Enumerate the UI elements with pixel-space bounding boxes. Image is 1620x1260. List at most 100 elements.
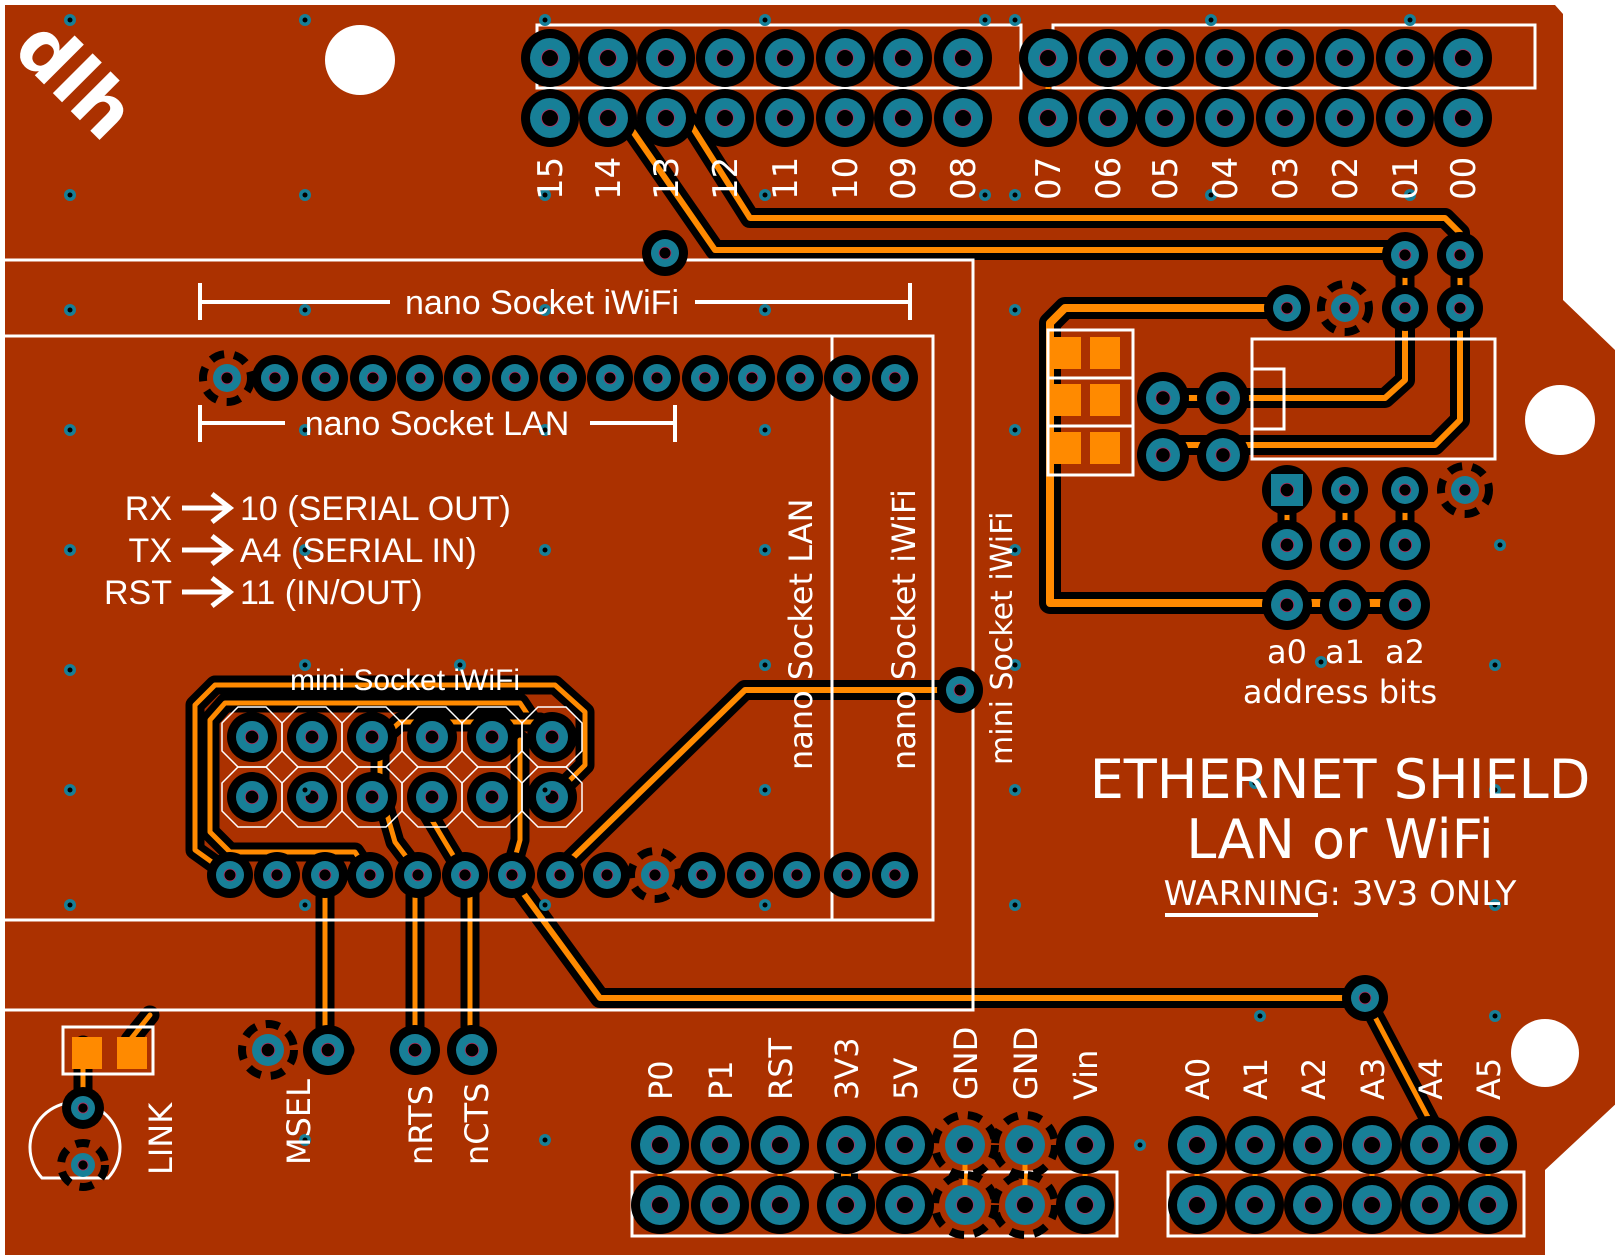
via-pad bbox=[642, 230, 688, 276]
drill-outline bbox=[651, 1196, 669, 1214]
drill-outline bbox=[223, 868, 237, 882]
pin-label: 06 bbox=[1089, 157, 1129, 200]
through-hole-pad bbox=[876, 1176, 934, 1234]
drill-hole bbox=[791, 869, 803, 881]
via-drill bbox=[302, 902, 308, 908]
drill-outline bbox=[600, 868, 614, 882]
copper-trace bbox=[192, 682, 588, 878]
via-drill bbox=[1407, 192, 1413, 198]
through-hole-pad bbox=[1437, 285, 1483, 331]
via-drill bbox=[1252, 780, 1258, 786]
via-drill bbox=[1012, 787, 1018, 793]
drill-outline bbox=[1215, 447, 1231, 463]
drill-hole bbox=[771, 1196, 789, 1214]
arrow-right-icon bbox=[182, 492, 235, 524]
thermal-relief bbox=[931, 1171, 999, 1239]
via-drill bbox=[542, 547, 548, 553]
drill-hole bbox=[1396, 49, 1414, 67]
drill-hole bbox=[1398, 598, 1412, 612]
via-drill bbox=[762, 547, 768, 553]
drill-outline bbox=[1039, 49, 1057, 67]
drill-hole bbox=[77, 1159, 89, 1171]
pin-label: Vin bbox=[1067, 1050, 1105, 1100]
thermal-relief bbox=[1437, 462, 1493, 518]
via-drill bbox=[67, 427, 73, 433]
drill-outline bbox=[840, 868, 854, 882]
drill-outline bbox=[424, 729, 440, 745]
drill-hole bbox=[365, 730, 379, 744]
drill-outline bbox=[1358, 991, 1372, 1005]
through-hole-pad bbox=[817, 1116, 875, 1174]
drill-hole bbox=[1215, 390, 1231, 406]
pin-label: 08 bbox=[944, 157, 984, 200]
drill-hole bbox=[554, 869, 566, 881]
via-drill bbox=[302, 307, 308, 313]
drill-hole bbox=[1246, 1196, 1264, 1214]
drill-outline bbox=[840, 371, 854, 385]
through-hole-pad bbox=[350, 355, 396, 401]
through-hole-pad bbox=[1168, 1116, 1226, 1174]
drill-outline bbox=[541, 109, 559, 127]
drill-outline bbox=[553, 868, 567, 882]
drill-outline bbox=[270, 868, 284, 882]
address-caption: address bits bbox=[1243, 673, 1437, 711]
drill-hole bbox=[744, 869, 756, 881]
smd-pad bbox=[1051, 337, 1081, 369]
through-hole-pad bbox=[631, 1176, 689, 1234]
pin-label: 3V3 bbox=[828, 1037, 866, 1100]
through-hole-pad bbox=[489, 852, 535, 898]
drill-hole bbox=[1216, 49, 1234, 67]
via-drill bbox=[1137, 1142, 1143, 1148]
drill-outline bbox=[657, 109, 675, 127]
drill-hole bbox=[1099, 49, 1117, 67]
drill-hole bbox=[1399, 249, 1411, 261]
through-hole-pad bbox=[1262, 580, 1312, 630]
through-hole-pad bbox=[1376, 29, 1434, 87]
through-hole-pad bbox=[447, 1025, 497, 1075]
drill-hole bbox=[1421, 1136, 1439, 1154]
via-drill bbox=[1492, 902, 1498, 908]
drill-hole bbox=[1363, 1136, 1381, 1154]
thermal-relief bbox=[57, 1139, 109, 1191]
drill-hole bbox=[1339, 302, 1351, 314]
drill-hole bbox=[261, 1043, 275, 1057]
vias-layer bbox=[64, 14, 1506, 1151]
drill-outline bbox=[505, 868, 519, 882]
drill-hole bbox=[836, 109, 854, 127]
drill-outline bbox=[364, 789, 380, 805]
octagon-pad-outline bbox=[521, 766, 583, 828]
pin-label: 01 bbox=[1386, 157, 1426, 200]
via-drill bbox=[1012, 427, 1018, 433]
drill-outline bbox=[1397, 537, 1413, 553]
drill-outline bbox=[657, 49, 675, 67]
copper-trace bbox=[207, 700, 551, 878]
pin-map-signal: RX bbox=[125, 490, 172, 528]
drill-outline bbox=[1453, 301, 1467, 315]
drill-hole bbox=[657, 109, 675, 127]
drill-outline bbox=[1076, 1196, 1094, 1214]
drill-outline bbox=[424, 789, 440, 805]
drill-outline bbox=[1398, 301, 1412, 315]
drill-hole bbox=[746, 372, 758, 384]
drill-outline bbox=[1398, 483, 1412, 497]
via-drill bbox=[542, 17, 548, 23]
pin-label: 09 bbox=[884, 157, 924, 200]
pin-label: P0 bbox=[642, 1060, 680, 1100]
through-hole-pad bbox=[57, 1139, 109, 1191]
drill-hole bbox=[836, 49, 854, 67]
via-drill bbox=[542, 427, 548, 433]
pin-label: 03 bbox=[1266, 157, 1306, 200]
via-drill bbox=[67, 547, 73, 553]
mini-wifi-vertical-label: mini Socket iWiFi bbox=[985, 512, 1020, 765]
via-drill bbox=[67, 17, 73, 23]
drill-outline bbox=[1397, 597, 1413, 613]
mounting-hole bbox=[1511, 1019, 1579, 1087]
drill-hole bbox=[1155, 447, 1171, 463]
drill-outline bbox=[318, 371, 332, 385]
drill-hole bbox=[1099, 109, 1117, 127]
through-hole-pad bbox=[347, 852, 393, 898]
drill-hole bbox=[245, 790, 259, 804]
through-hole-pad bbox=[691, 1176, 749, 1234]
drill-hole bbox=[245, 730, 259, 744]
